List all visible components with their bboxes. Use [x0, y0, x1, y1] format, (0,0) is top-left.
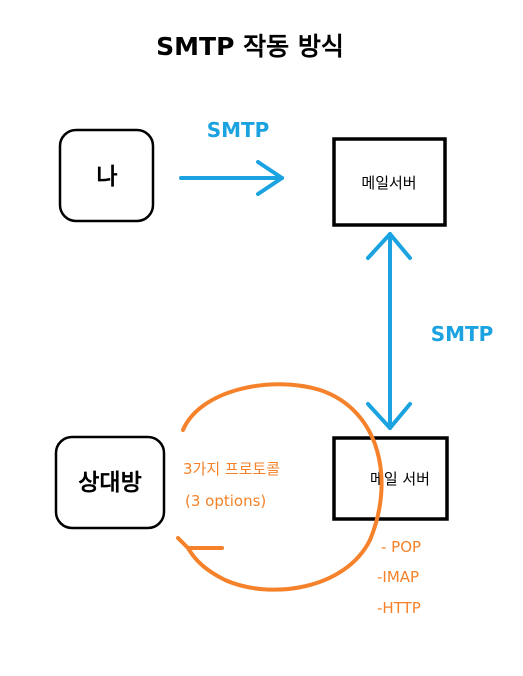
arrow-me-to-server-head — [256, 160, 284, 196]
orange-cycle-arrow-head — [176, 536, 224, 550]
arrow-server-to-server — [366, 232, 412, 430]
protocol-item-http: -HTTP — [377, 599, 421, 617]
orange-cycle-arrow-path — [181, 382, 384, 592]
node-mail-server-bottom: 메일 서버 — [332, 436, 449, 521]
protocols-subtitle: (3 options) — [185, 492, 266, 510]
node-me-label: 나 — [96, 164, 117, 190]
node-me-box — [58, 128, 155, 223]
node-mail-server-bottom-box — [332, 436, 449, 521]
orange-cycle-arrow — [176, 382, 384, 592]
node-recipient-box — [54, 435, 166, 530]
node-recipient-label: 상대방 — [78, 470, 141, 496]
arrow-me-to-server — [179, 160, 284, 196]
arrow-server-to-server-head-down — [366, 402, 412, 430]
node-me: 나 — [58, 128, 155, 223]
smtp-label-top: SMTP — [207, 118, 270, 142]
protocols-title: 3가지 프로토콜 — [183, 460, 280, 478]
node-recipient: 상대방 — [54, 435, 166, 530]
node-mail-server-top: 메일서버 — [332, 137, 447, 227]
node-mail-server-top-label: 메일서버 — [361, 174, 416, 192]
diagram-title: SMTP 작동 방식 — [156, 32, 344, 61]
protocol-item-pop: - POP — [381, 538, 421, 556]
node-mail-server-top-box — [332, 137, 447, 227]
arrow-server-to-server-head-up — [366, 232, 412, 260]
smtp-label-side: SMTP — [431, 322, 494, 346]
node-mail-server-bottom-label: 메일 서버 — [370, 470, 430, 488]
protocol-item-imap: -IMAP — [377, 568, 419, 586]
